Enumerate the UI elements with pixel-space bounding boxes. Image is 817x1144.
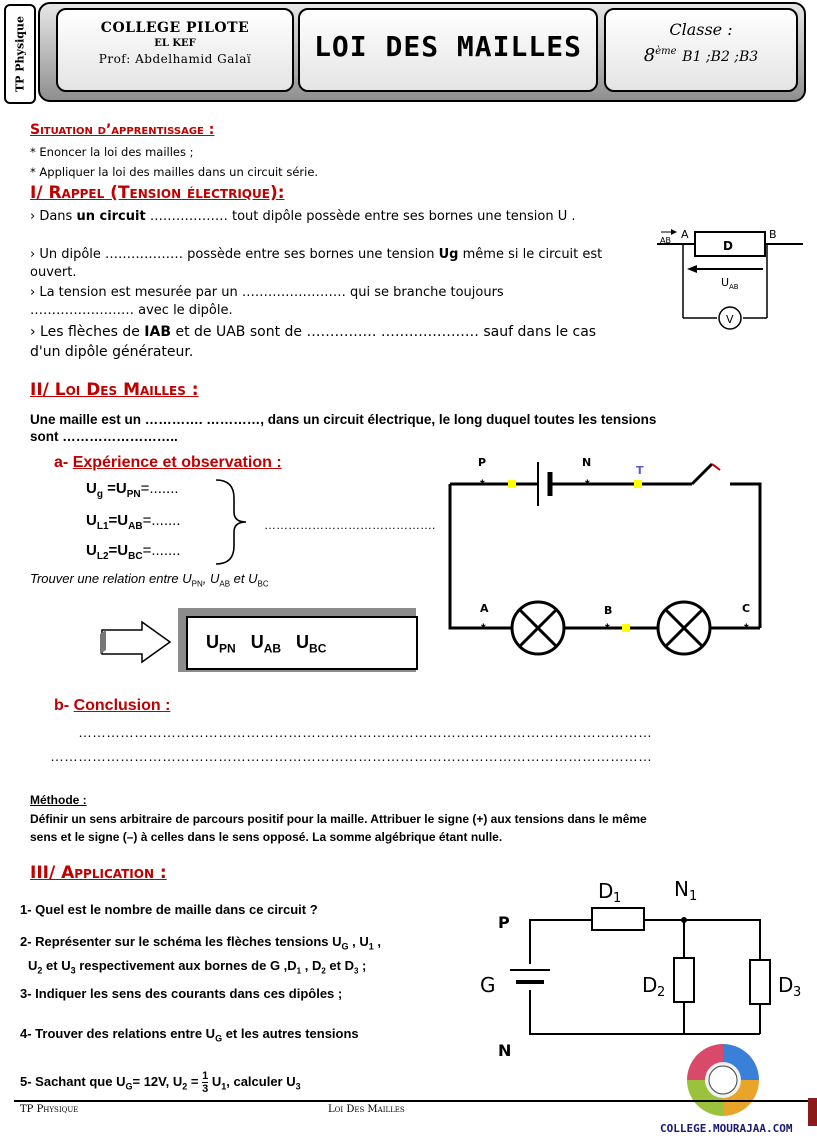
svg-text:1: 1 — [613, 891, 621, 906]
question-3: 3- Indiquer les sens des courants dans c… — [20, 986, 343, 1001]
question-4: 4- Trouver des relations entre UG et les… — [20, 1026, 359, 1044]
rappel-line: › Les flèches de IAB et de UAB sont de …… — [30, 324, 597, 360]
school-town: EL KEF — [154, 38, 196, 49]
relation-ul2: UL2=UBC=....... — [86, 542, 181, 562]
class-grades: 8ème B1 ;B2 ;B3 — [643, 45, 759, 66]
tension-box: UPN UAB UBC — [186, 616, 418, 670]
side-tab-label: TP Physique — [13, 15, 27, 93]
svg-text:P: P — [498, 913, 510, 932]
footer-center: Loi Des Mailles — [328, 1104, 405, 1115]
curly-brace — [215, 479, 247, 565]
college-logo — [687, 1044, 759, 1116]
brace-dots: ……………………………………. — [264, 518, 436, 532]
relation-ul1: UL1=UAB=....... — [86, 512, 181, 532]
svg-text:B: B — [769, 228, 777, 241]
svg-text:D: D — [598, 879, 613, 903]
svg-text:N: N — [582, 456, 591, 469]
svg-text:*: * — [480, 477, 485, 491]
svg-text:3: 3 — [793, 985, 801, 1000]
loi-title: II/ Loi Des Mailles : — [30, 380, 199, 400]
teacher-name: Prof: Abdelhamid Galaï — [98, 52, 252, 66]
svg-text:N: N — [674, 877, 689, 901]
svg-text:D: D — [642, 973, 657, 997]
question-1: 1- Quel est le nombre de maille dans ce … — [20, 902, 318, 917]
title-box: LOI DES MAILLES — [298, 8, 598, 92]
svg-text:A: A — [480, 602, 489, 615]
maille-definition: sont …………………….. — [30, 429, 178, 444]
svg-text:D: D — [778, 973, 793, 997]
conclusion-line: …………………………………………………………………………………………………………… — [78, 724, 652, 740]
methode-text: sens et le signe (–) à celles dans le se… — [30, 830, 503, 844]
tension-list: UPN UAB UBC — [206, 632, 327, 656]
svg-text:T: T — [636, 464, 644, 477]
svg-text:D: D — [723, 239, 733, 253]
svg-text:G: G — [480, 973, 496, 997]
rappel-line: › La tension est mesurée par un ……………………… — [30, 285, 504, 318]
footer-left: TP Physique — [20, 1104, 79, 1115]
svg-text:V: V — [726, 313, 734, 326]
school-name: COLLEGE PILOTE — [100, 20, 250, 36]
svg-text:N: N — [498, 1041, 511, 1060]
class-box: Classe : 8ème B1 ;B2 ;B3 — [604, 8, 798, 92]
question-2-cont: U2 et U3 respectivement aux bornes de G … — [28, 958, 367, 976]
footer-marker — [808, 1098, 817, 1126]
svg-text:*: * — [744, 621, 749, 635]
relation-ug: Ug =UPN=....... — [86, 480, 179, 500]
dipole-voltmeter-diagram: AB A B D U AB V — [657, 228, 803, 330]
class-label: Classe : — [669, 20, 733, 39]
rappel-line: › Un dipôle ……………… possède entre ses bor… — [30, 247, 603, 280]
question-2: 2- Représenter sur le schéma les flèches… — [20, 934, 382, 952]
svg-text:*: * — [481, 621, 486, 635]
svg-text:B: B — [604, 604, 612, 617]
logo-text: COLLEGE.MOURAJAA.COM — [660, 1122, 793, 1135]
experience-heading: a- Expérience et observation : — [54, 454, 282, 471]
side-tab: TP Physique — [4, 4, 36, 104]
page-title: LOI DES MAILLES — [314, 30, 582, 63]
school-box: COLLEGE PILOTE EL KEF Prof: Abdelhamid G… — [56, 8, 294, 92]
situation-title: Situation d’apprentissage : — [30, 122, 215, 138]
methode-title: Méthode : — [30, 793, 87, 807]
rappel-line: › Dans un circuit ……………… tout dipôle pos… — [30, 209, 576, 224]
situation-item: * Enoncer la loi des mailles ; — [30, 145, 194, 159]
conclusion-heading: b- Conclusion : — [54, 697, 171, 714]
series-circuit: P N T A B C * * * * * — [448, 456, 762, 656]
situation-item: * Appliquer la loi des mailles dans un c… — [30, 165, 319, 179]
arrow-right-icon — [100, 620, 172, 664]
svg-text:1: 1 — [689, 889, 697, 904]
svg-text:AB: AB — [660, 236, 671, 245]
svg-text:*: * — [585, 477, 590, 491]
methode-text: Définir un sens arbitraire de parcours p… — [30, 812, 647, 826]
footer-rule — [14, 1100, 810, 1102]
application-title: III/ Application : — [30, 863, 167, 883]
svg-text:U: U — [721, 276, 729, 289]
rappel-title: I/ Rappel (Tension électrique): — [30, 183, 285, 203]
parallel-circuit: D 1 N 1 P G D 2 D 3 N — [480, 877, 801, 1060]
svg-text:P: P — [478, 456, 486, 469]
svg-text:2: 2 — [657, 985, 665, 1000]
svg-text:A: A — [681, 228, 689, 241]
svg-text:AB: AB — [729, 283, 739, 291]
find-relation-text: Trouver une relation entre UPN, UAB et U… — [30, 571, 269, 589]
maille-definition: Une maille est un …………. …………, dans un ci… — [30, 412, 657, 427]
conclusion-line: …………………………………………………………………………………………………………… — [50, 748, 652, 764]
svg-text:C: C — [742, 602, 750, 615]
svg-text:*: * — [605, 621, 610, 635]
